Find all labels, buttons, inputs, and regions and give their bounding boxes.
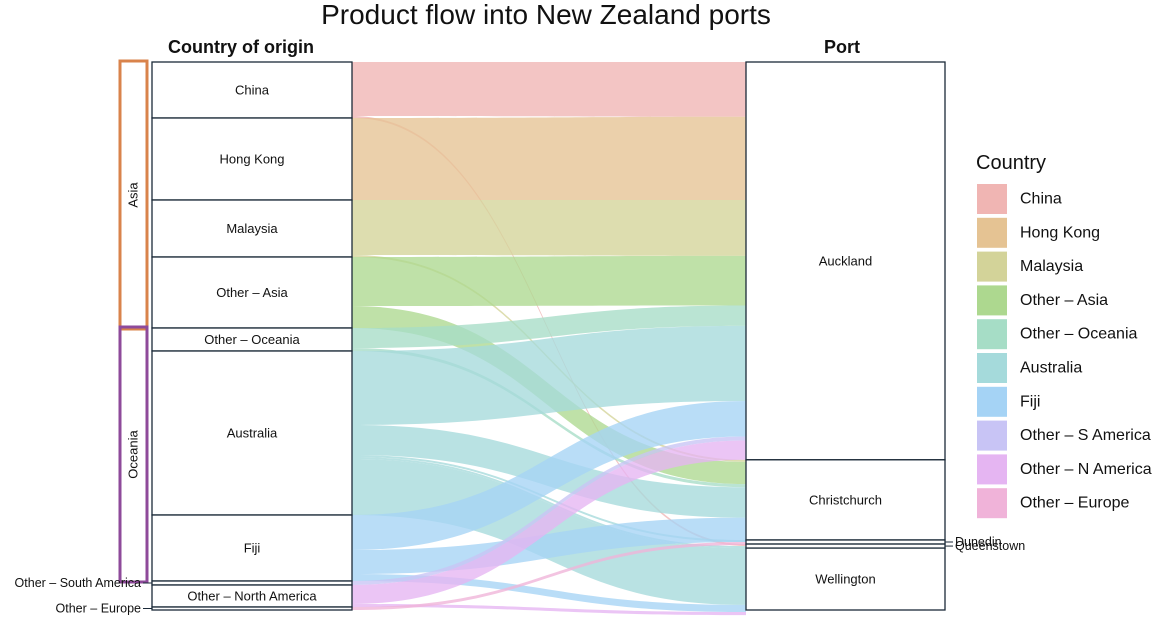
port-node-wellington — [745, 547, 946, 611]
flow-fiji-to-auckland — [352, 400, 746, 550]
legend-label-hong-kong: Hong Kong — [1020, 224, 1100, 241]
legend-label-australia: Australia — [1020, 360, 1082, 377]
origin-node-china — [151, 61, 353, 119]
origin-node-fiji — [151, 514, 353, 582]
flow-australia-to-wellington — [352, 459, 746, 605]
legend-label-other-oceania: Other – Oceania — [1020, 326, 1138, 343]
legend-swatch-fiji — [977, 386, 1007, 417]
flow-other-oceania-to-auckland — [352, 305, 746, 348]
legend-swatch-other-europe — [977, 488, 1007, 519]
chart-title: Product flow into New Zealand ports — [321, 0, 771, 30]
flow-other-europe-to-dunedin — [352, 542, 746, 610]
flow-fiji-to-christchurch — [352, 517, 746, 574]
origin-label-other-europe: Other – Europe — [56, 602, 142, 616]
port-label-dunedin: Dunedin — [955, 535, 1002, 549]
port-label-christchurch: Christchurch — [809, 492, 882, 507]
origin-label-fiji: Fiji — [244, 541, 261, 556]
flow-malaysia-to-auckland — [352, 200, 746, 256]
port-nodes: AucklandChristchurchDunedinQueenstownWel… — [745, 61, 1025, 611]
legend-swatch-china — [977, 184, 1007, 214]
legend-swatch-malaysia — [977, 251, 1007, 282]
origin-label-china: China — [235, 83, 270, 98]
legend-label-malaysia: Malaysia — [1020, 258, 1083, 275]
flow-other-oceania-to-christchurch — [352, 348, 746, 488]
origin-label-malaysia: Malaysia — [226, 221, 278, 236]
flows-layer — [352, 62, 746, 616]
legend-swatch-australia — [977, 353, 1007, 383]
flow-other-north-america-to-auckland — [352, 440, 746, 604]
origin-label-other-south-america: Other – South America — [15, 576, 142, 590]
port-node-auckland — [745, 61, 946, 461]
flow-australia-to-dunedin — [352, 455, 746, 543]
origin-node-malaysia — [151, 199, 353, 258]
flow-other-north-america-to-wellington — [352, 604, 746, 616]
origin-label-other-asia: Other – Asia — [216, 285, 288, 300]
group-asia-label: Asia — [125, 182, 140, 208]
flow-australia-to-queenstown — [352, 457, 746, 549]
legend-label-other-europe: Other – Europe — [1020, 495, 1130, 512]
flow-china-to-auckland — [352, 62, 746, 117]
group-oceania-label: Oceania — [125, 430, 140, 479]
flow-other-south-america-to-auckland — [352, 436, 746, 585]
flow-hong-kong-to-auckland — [352, 116, 746, 201]
port-label-queenstown: Queenstown — [955, 539, 1025, 553]
legend-swatch-other-oceania — [977, 319, 1007, 350]
port-axis-label: Port — [824, 37, 860, 57]
flow-australia-to-auckland — [352, 325, 746, 425]
port-label-wellington: Wellington — [815, 572, 875, 587]
legend-label-other-s-america: Other – S America — [1020, 427, 1151, 444]
origin-label-hong-kong: Hong Kong — [219, 152, 284, 167]
origin-axis-label: Country of origin — [168, 37, 314, 57]
legend-title: Country — [976, 152, 1046, 174]
legend-label-china: China — [1020, 191, 1062, 208]
legend-swatch-other-n-america — [977, 454, 1007, 485]
group-asia-bracket — [118, 59, 149, 331]
origin-label-australia: Australia — [227, 426, 278, 441]
origin-node-other-asia — [151, 256, 353, 329]
flow-other-asia-to-auckland — [352, 255, 746, 306]
origin-label-other-oceania: Other – Oceania — [204, 332, 300, 347]
legend-label-other-asia: Other – Asia — [1020, 292, 1108, 309]
legend-swatch-hong-kong — [977, 217, 1007, 248]
port-label-auckland: Auckland — [819, 253, 872, 268]
group-oceania-bracket — [118, 325, 149, 584]
origin-label-other-north-america: Other – North America — [187, 589, 317, 604]
legend-swatch-other-s-america — [977, 420, 1007, 451]
legend-label-other-n-america: Other – N America — [1020, 461, 1152, 478]
legend-label-fiji: Fiji — [1020, 393, 1040, 410]
legend-swatch-other-asia — [977, 285, 1007, 316]
origin-node-other-europe — [151, 606, 353, 611]
